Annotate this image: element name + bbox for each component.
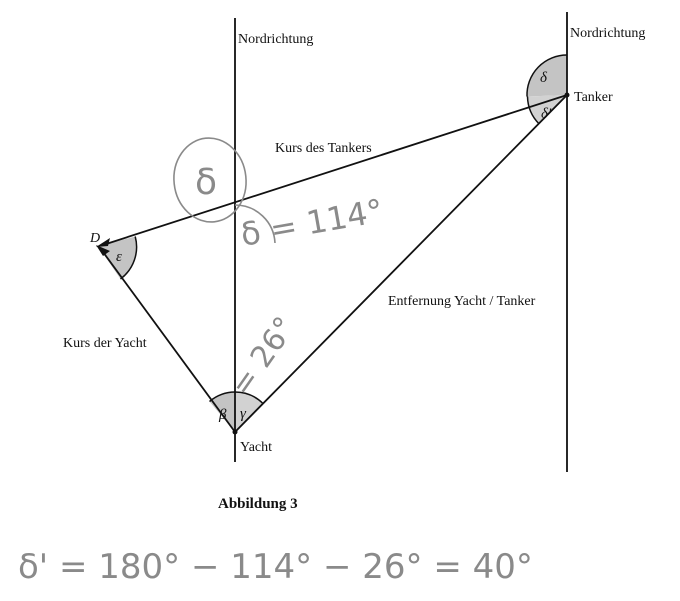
yacht-course-arrowhead [96,245,110,256]
tanker-course-line [102,94,568,246]
handwritten-delta-arc [234,204,276,244]
handwritten-delta-circled: δ [195,162,217,203]
tanker-course-arrowhead [96,238,110,247]
point-d-label: D [89,231,100,246]
angle-epsilon-sector [98,236,137,279]
angle-gamma-sector [235,392,263,432]
distance-label: Entfernung Yacht / Tanker [388,294,536,309]
yacht-course-line [102,251,236,433]
handwritten-equation: δ' = 180° − 114° − 26° = 40° [18,547,533,587]
distance-line [234,94,568,433]
tanker-label: Tanker [574,90,613,105]
north-label-right: Nordrichtung [570,26,645,41]
angle-delta-sector [526,54,567,97]
angle-delta-prime-sector [527,95,567,124]
angle-gamma-arc [234,391,264,405]
angle-beta-label: β [218,407,227,423]
north-label-left: Nordrichtung [238,32,313,47]
yacht-course-label: Kurs der Yacht [63,336,147,351]
yacht-point [232,429,238,435]
yacht-label: Yacht [240,440,272,455]
tanker-point [564,92,570,98]
angle-gamma-label: γ [240,406,247,422]
angle-delta-label: δ [540,70,548,86]
angle-delta-arc [526,54,568,97]
angle-delta-prime-arc [526,96,540,125]
figure-caption: Abbildung 3 [218,496,298,512]
angle-epsilon-arc [120,236,138,280]
handwritten-delta-value: δ = 114° [238,191,386,253]
angle-beta-arc [209,391,236,403]
angle-delta-prime-label: δ' [541,106,552,122]
handwritten-circle [173,137,247,223]
tanker-course-label: Kurs des Tankers [275,141,372,156]
angle-epsilon-label: ε [116,249,122,265]
